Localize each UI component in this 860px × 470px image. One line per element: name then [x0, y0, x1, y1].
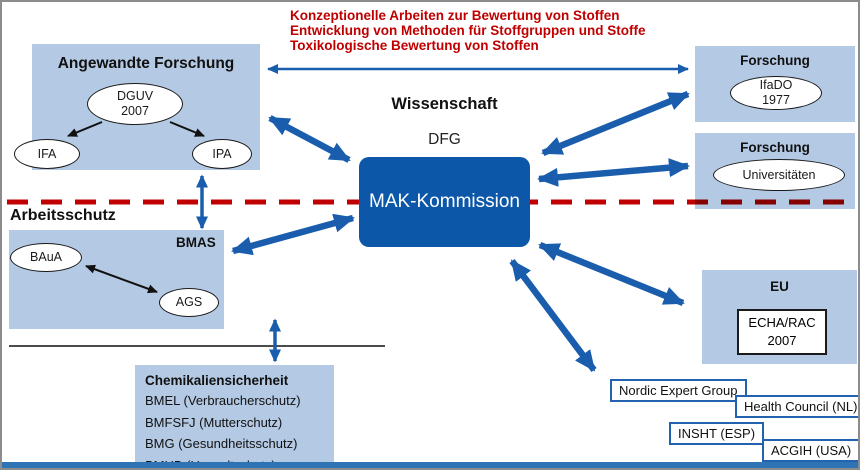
wissenschaft-label: Wissenschaft — [391, 95, 498, 113]
chemikaliensicherheit-box: Chemikaliensicherheit BMEL (Verbrauchers… — [135, 365, 334, 468]
ipa-ellipse: IPA — [192, 139, 252, 169]
header-line-2: Entwicklung von Methoden für Stoffgruppe… — [290, 23, 646, 38]
ifa-ellipse: IFA — [14, 139, 80, 169]
angewandte-forschung-title: Angewandte Forschung — [57, 55, 235, 72]
arbeitsschutz-title: Arbeitsschutz — [10, 207, 116, 224]
baua-label: BAuA — [30, 250, 62, 264]
eu-title: EU — [770, 279, 789, 294]
forschung-unis-title: Forschung — [740, 140, 810, 155]
dguv-ellipse: DGUV 2007 — [87, 83, 183, 125]
echa-rac-box: ECHA/RAC 2007 — [737, 309, 827, 355]
health-council-nl-label: Health Council (NL) — [735, 395, 858, 418]
header-red-text: Konzeptionelle Arbeiten zur Bewertung vo… — [290, 8, 645, 53]
chem-item-bmel: BMEL (Verbraucherschutz) — [145, 393, 301, 408]
ipa-label: IPA — [212, 146, 232, 161]
arrow-mak-eu — [538, 241, 685, 307]
universitaeten-label: Universitäten — [742, 167, 816, 182]
mak-kommission-box: MAK-Kommission — [359, 157, 530, 247]
chem-item-bmfsfj: BMFSFJ (Mutterschutz) — [145, 414, 283, 430]
chemikaliensicherheit-title: Chemikaliensicherheit — [145, 373, 289, 388]
arrow-mak-nordic — [509, 259, 597, 372]
header-line-3: Toxikologische Bewertung von Stoffen — [290, 38, 539, 53]
bottom-blue-bar — [2, 462, 858, 468]
baua-ellipse: BAuA — [10, 243, 82, 272]
nordic-expert-group-label: Nordic Expert Group — [610, 379, 747, 402]
echa-rac-line2: 2007 — [767, 333, 797, 348]
ifa-label: IFA — [37, 146, 57, 161]
arrow-mak-universitaeten — [537, 158, 690, 187]
acgih-usa-label: ACGIH (USA) — [762, 439, 858, 462]
arrow-angewandte-mak — [268, 115, 351, 163]
dguv-label-line1: DGUV — [116, 89, 154, 103]
forschung-ifado-title: Forschung — [740, 53, 810, 68]
arrow-bmas-mak — [231, 213, 355, 256]
universitaeten-ellipse: Universitäten — [713, 159, 845, 191]
chem-item-bmg: BMG (Gesundheitsschutz) — [145, 436, 298, 451]
arrow-mak-ifado — [541, 90, 690, 157]
header-line-1: Konzeptionelle Arbeiten zur Bewertung vo… — [290, 8, 620, 23]
ags-label: AGS — [175, 295, 203, 309]
ifado-ellipse: IfaDO 1977 — [730, 76, 822, 110]
echa-rac-line1: ECHA/RAC — [748, 315, 816, 331]
ifado-label-line1: IfaDO — [759, 78, 793, 92]
dfg-label: DFG — [428, 131, 461, 148]
insht-esp-label: INSHT (ESP) — [669, 422, 765, 445]
mak-kommission-label: MAK-Kommission — [369, 191, 520, 212]
ifado-label-line2: 1977 — [762, 93, 790, 107]
bmas-label: BMAS — [176, 235, 216, 250]
ags-ellipse: AGS — [159, 288, 219, 317]
dguv-label-line2: 2007 — [121, 104, 149, 118]
